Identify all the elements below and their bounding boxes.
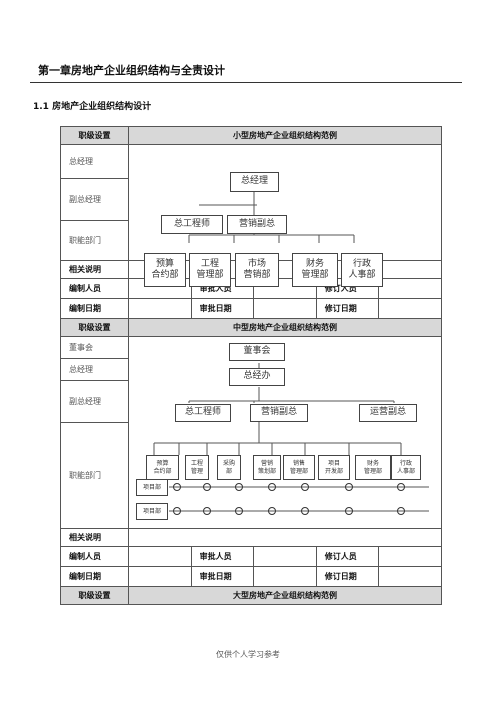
medium-gm-office-box: 总经办 xyxy=(229,368,285,386)
medium-related-label: 相关说明 xyxy=(60,528,129,547)
footer-note: 仅供个人学习参考 xyxy=(216,650,280,659)
large-title-cell: 大型房地产企业组织结构范例 xyxy=(128,586,442,605)
small-org-chart: 总经理 总工程师 营销副总 预算 合约部 工程 管理部 市场 营销部 财务 管理… xyxy=(128,144,442,287)
medium-dept-admin-box: 行政 人事部 xyxy=(391,455,421,480)
compiler-label: 编制人员 xyxy=(60,278,129,299)
medium-related-cell xyxy=(128,528,442,547)
medium-sales-deputy-box: 营销副总 xyxy=(250,404,308,422)
medium-functional-label: 职能部门 xyxy=(60,422,129,529)
revise-date-label: 修订日期 xyxy=(315,298,380,319)
medium-reviser-label: 修订人员 xyxy=(315,546,380,567)
review-date-value xyxy=(253,298,317,319)
medium-gm-label: 总经理 xyxy=(60,358,129,381)
small-dept-engineering-box: 工程 管理部 xyxy=(189,253,231,287)
title-divider xyxy=(30,82,462,83)
small-dept-budget-box: 预算 合约部 xyxy=(144,253,186,287)
board-label: 董事会 xyxy=(60,336,129,359)
functional-label: 职能部门 xyxy=(60,220,129,261)
medium-dept-development-box: 项目 开发部 xyxy=(318,455,350,480)
header-level-cell-large: 职级设置 xyxy=(60,586,129,605)
section-title: 1.1 房地产企业组织结构设计 xyxy=(33,102,152,112)
deputy-label: 副总经理 xyxy=(60,178,129,221)
medium-project-box-2: 项目部 xyxy=(136,503,168,520)
medium-dept-planning-box: 营销 策划部 xyxy=(253,455,281,480)
compile-date-label: 编制日期 xyxy=(60,298,129,319)
small-dept-finance-box: 财务 管理部 xyxy=(292,253,338,287)
medium-deputy-label: 副总经理 xyxy=(60,380,129,423)
medium-review-date-label: 审批日期 xyxy=(190,566,255,587)
medium-board-box: 董事会 xyxy=(229,343,285,361)
chapter-title: 第一章房地产企业组织结构与全责设计 xyxy=(38,64,225,77)
medium-chief-engineer-box: 总工程师 xyxy=(175,404,231,422)
small-dept-marketing-box: 市场 营销部 xyxy=(235,253,279,287)
medium-compile-date-label: 编制日期 xyxy=(60,566,129,587)
revise-date-value xyxy=(378,298,442,319)
medium-reviewer-value xyxy=(253,546,317,567)
medium-dept-budget-box: 预算 合约部 xyxy=(146,455,179,480)
small-gm-box: 总经理 xyxy=(230,172,279,192)
small-chart-connectors xyxy=(188,191,355,243)
medium-revise-date-label: 修订日期 xyxy=(315,566,380,587)
medium-chart-connectors xyxy=(153,363,429,515)
small-chief-engineer-box: 总工程师 xyxy=(161,215,223,234)
gm-label: 总经理 xyxy=(60,144,129,179)
related-label: 相关说明 xyxy=(60,260,129,279)
org-structure-table: 职级设置 小型房地产企业组织结构范例 总经理 总经理 总工程师 xyxy=(60,126,442,605)
review-date-label: 审批日期 xyxy=(190,298,255,319)
medium-reviser-value xyxy=(378,546,442,567)
medium-dept-engineering-box: 工程 管理 xyxy=(185,455,209,480)
header-level-cell: 职级设置 xyxy=(60,126,129,145)
medium-dept-finance-box: 财务 管理部 xyxy=(355,455,391,480)
header-level-cell-medium: 职级设置 xyxy=(60,318,129,337)
compile-date-value xyxy=(128,298,192,319)
medium-project-box-1: 项目部 xyxy=(136,479,168,496)
small-title-cell: 小型房地产企业组织结构范例 xyxy=(128,126,442,145)
reviser-value xyxy=(378,278,442,299)
medium-title-cell: 中型房地产企业组织结构范例 xyxy=(128,318,442,337)
medium-compiler-label: 编制人员 xyxy=(60,546,129,567)
small-dept-admin-box: 行政 人事部 xyxy=(341,253,383,287)
medium-review-date-value xyxy=(253,566,317,587)
medium-compile-date-value xyxy=(128,566,192,587)
small-sales-deputy-box: 营销副总 xyxy=(227,215,287,234)
medium-dept-purchasing-box: 采购 部 xyxy=(217,455,241,480)
medium-ops-deputy-box: 运营副总 xyxy=(359,404,417,422)
medium-org-chart: 董事会 总经办 总工程师 营销副总 运营副总 预算 合约部 工程 管理 采购 部… xyxy=(128,336,442,529)
medium-compiler-value xyxy=(128,546,192,567)
medium-revise-date-value xyxy=(378,566,442,587)
medium-reviewer-label: 审批人员 xyxy=(190,546,255,567)
medium-dept-sales-box: 销售 管理部 xyxy=(283,455,315,480)
